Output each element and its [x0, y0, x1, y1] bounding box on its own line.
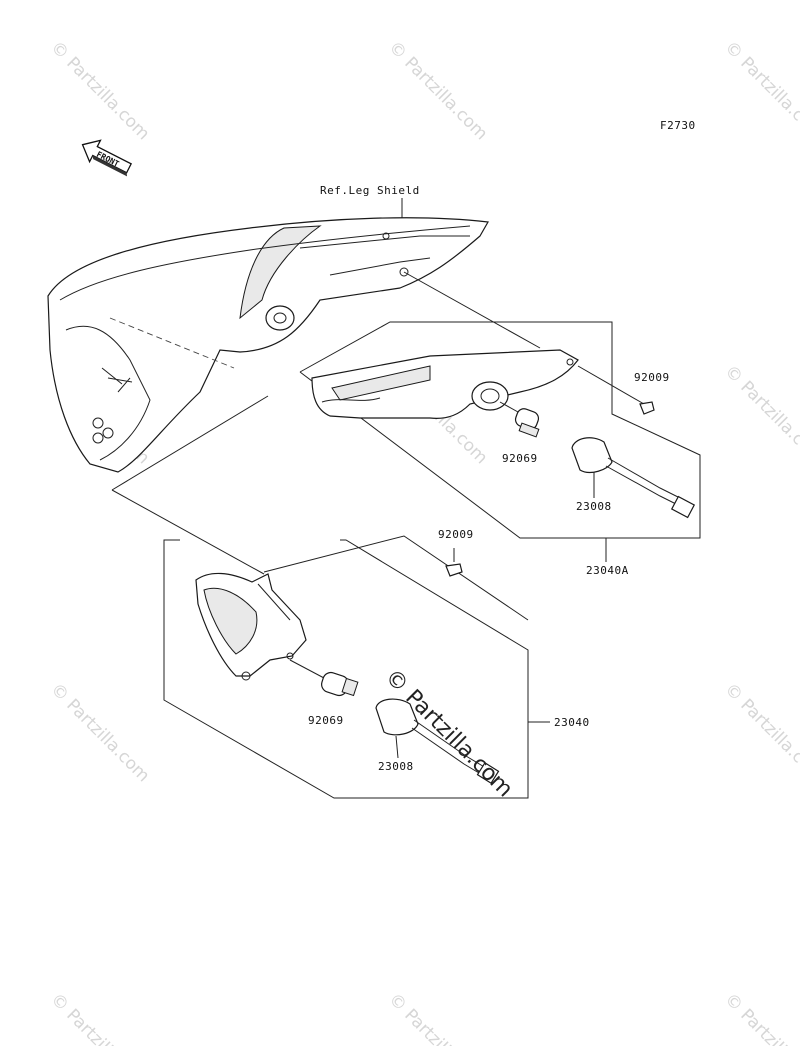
figure-code: F2730: [660, 119, 696, 132]
bulb-lower-icon: [289, 659, 359, 697]
watermark-layer: © Partzilla.com © Partzilla.com © Partzi…: [46, 37, 800, 1046]
front-arrow-icon: FRONT: [81, 139, 133, 177]
watermark: © Partzilla.com: [46, 37, 153, 144]
socket-upper-icon: [571, 437, 696, 519]
watermark: © Partzilla.com: [720, 679, 800, 786]
reference-label: Ref.Leg Shield: [320, 184, 420, 197]
bulb-upper-icon: [499, 401, 540, 438]
callout-assembly-upper: 23040A: [586, 564, 629, 577]
watermark: © Partzilla.com: [720, 989, 800, 1046]
upper-signal-housing: [311, 349, 579, 419]
watermark: © Partzilla.com: [720, 361, 800, 468]
watermark: © Partzilla.com: [720, 37, 800, 144]
lower-assembly-frame: [163, 535, 529, 799]
watermark: © Partzilla.com: [46, 679, 153, 786]
leg-shield-drawing: [47, 217, 489, 473]
lower-signal-housing: [195, 572, 307, 681]
callout-bulb-upper: 92069: [502, 452, 538, 465]
watermark: © Partzilla.com: [384, 989, 491, 1046]
upper-assembly-frame: [299, 321, 701, 539]
watermark: © Partzilla.com: [384, 37, 491, 144]
callout-bulb-lower: 92069: [308, 714, 344, 727]
socket-lower-icon: [375, 698, 500, 785]
callout-socket-upper: 23008: [576, 500, 612, 513]
screw-lower-icon: [445, 548, 463, 577]
screw-upper-icon: [577, 365, 655, 415]
callout-screw-upper: 92009: [634, 371, 670, 384]
watermark: © Partzilla.com: [46, 989, 153, 1046]
callout-socket-lower: 23008: [378, 760, 414, 773]
callout-assembly-lower: 23040: [554, 716, 590, 729]
callout-screw-lower: 92009: [438, 528, 474, 541]
